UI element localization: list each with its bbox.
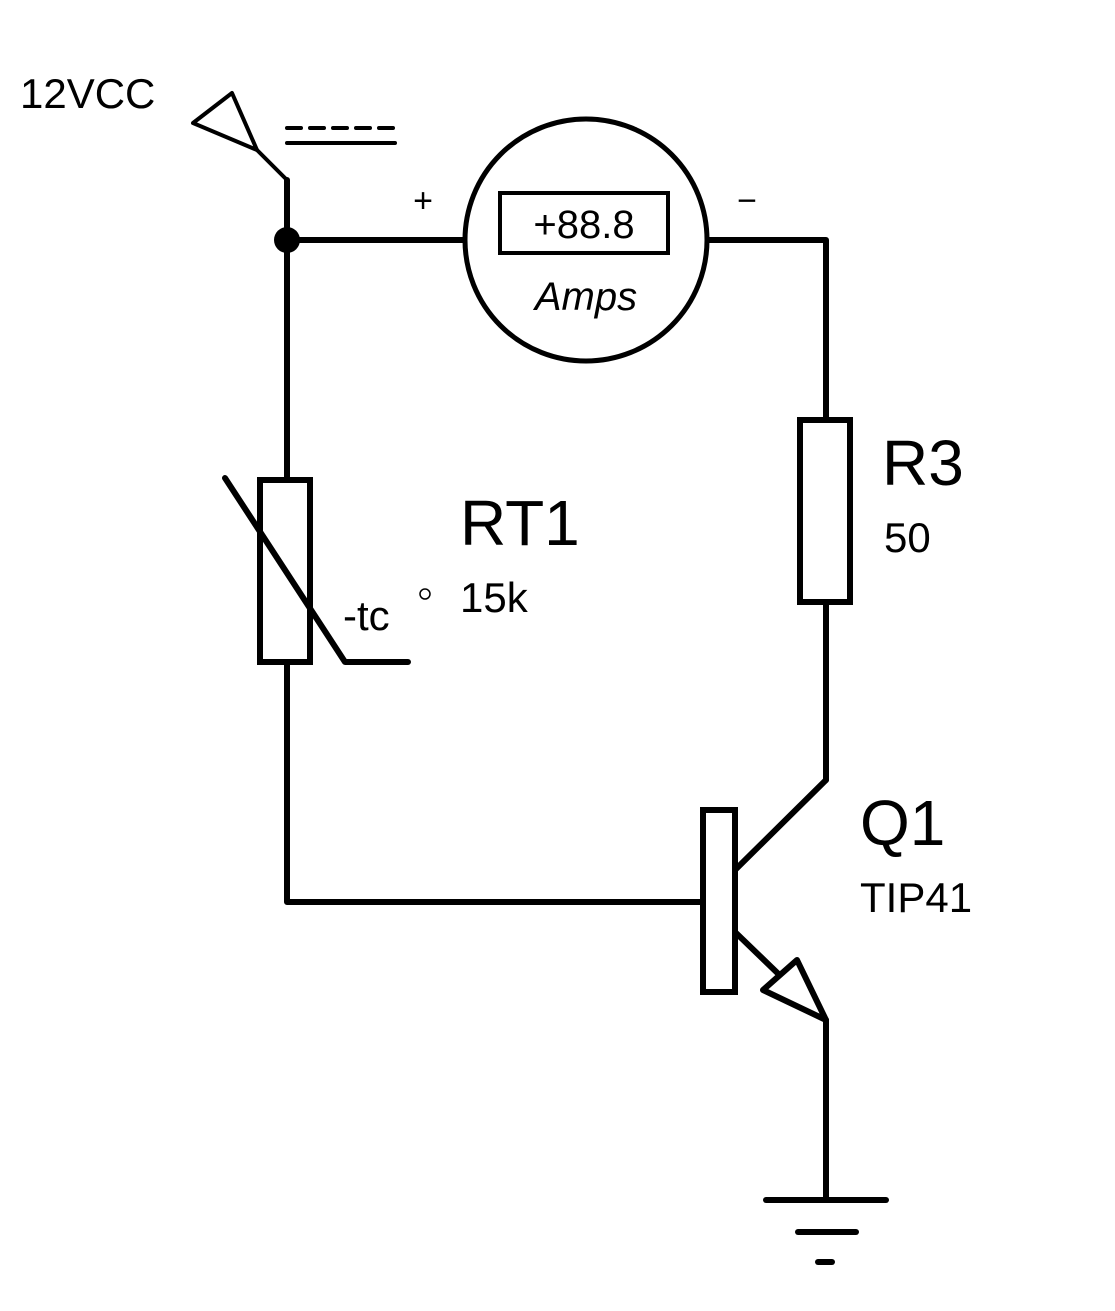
thermistor-rt1: -tc RT1 15k [222,475,580,665]
junction-dot [274,227,300,253]
transistor-ref: Q1 [860,787,945,859]
transistor-q1: Q1 TIP41 [700,777,972,1023]
ammeter-reading: +88.8 [533,203,634,247]
ammeter-minus-sign: − [737,182,757,220]
ammeter: +88.8 Amps + − [413,116,757,364]
ammeter-unit: Amps [533,275,637,319]
thermistor-slash [222,475,411,665]
resistor-r3: R3 50 [797,417,964,605]
power-arrow-icon [191,91,259,152]
collector-lead [732,777,829,873]
resistor-value: 50 [884,514,931,561]
emitter-arrow-icon [760,957,829,1023]
power-label: 12VCC [20,70,155,117]
ground-icon [763,1197,889,1265]
resistor-body [797,417,853,605]
wire-ammeter-to-r3 [705,237,829,423]
transistor-value: TIP41 [860,874,972,921]
power-terminal: 12VCC [20,70,397,182]
wires [284,177,829,1201]
ammeter-display [498,191,670,255]
thermistor-ref: RT1 [460,487,580,559]
wire-thermistor-to-base [284,659,706,905]
thermistor-value: 15k [460,574,529,621]
ammeter-plus-sign: + [413,182,433,220]
transistor-base-bar [700,807,738,995]
degree-icon [419,588,431,600]
thermistor-tc-label: -tc [343,592,390,639]
resistor-ref: R3 [882,427,964,499]
